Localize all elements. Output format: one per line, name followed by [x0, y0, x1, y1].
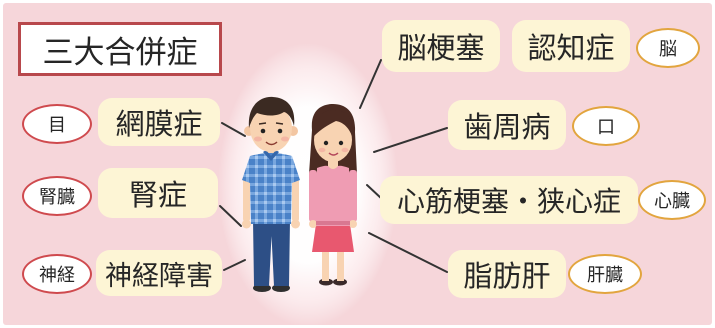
connector-heart — [366, 184, 383, 200]
connector-brain — [359, 59, 382, 109]
woman-skirt — [312, 224, 354, 252]
condition-label-nephropathy: 腎症 — [98, 168, 218, 218]
woman-sleeve-right — [349, 170, 357, 222]
woman-top — [316, 165, 350, 226]
connector-liver — [368, 232, 448, 273]
organ-badge-nerve: 神経 — [22, 254, 92, 294]
condition-label-dementia: 認知症 — [512, 20, 630, 72]
woman-neck — [328, 156, 338, 170]
organ-badge-mouth: 口 — [572, 106, 640, 146]
woman-cheek-right — [341, 147, 349, 153]
woman-leg-left — [322, 248, 329, 281]
man-collar — [263, 150, 279, 161]
organ-badge-brain: 脳 — [636, 28, 700, 68]
condition-label-cerebral-infarction: 脳梗塞 — [382, 20, 500, 72]
woman-mouth — [328, 152, 339, 156]
organ-badge-heart: 心臓 — [638, 180, 706, 220]
woman-bangs — [313, 110, 353, 136]
man-eye-right — [277, 128, 283, 134]
woman-eye-left — [323, 140, 329, 146]
man-hand-left — [242, 219, 251, 229]
man-brows — [258, 122, 284, 125]
man-mouth — [265, 141, 278, 146]
woman-hand-left — [309, 220, 317, 228]
man-cheek-left — [254, 136, 262, 142]
man-shirt — [242, 153, 300, 224]
page-title: 三大合併症 — [18, 22, 222, 76]
woman-sleeve-left — [309, 170, 317, 222]
condition-label-heart-disease: 心筋梗塞・狭心症 — [380, 176, 638, 224]
woman-figure-icon — [309, 104, 357, 286]
connector-retinopathy — [221, 122, 246, 137]
connector-mouth — [373, 127, 448, 153]
woman-leg-right — [337, 248, 344, 281]
woman-hand-right — [349, 220, 357, 228]
woman-eye-right — [338, 140, 344, 146]
man-cheek-right — [281, 136, 289, 142]
woman-belt — [316, 221, 350, 225]
man-pants — [253, 220, 290, 286]
condition-label-retinopathy: 網膜症 — [98, 98, 220, 146]
man-figure-icon — [242, 96, 300, 292]
organ-badge-liver: 肝臓 — [568, 254, 642, 294]
man-hand-right — [291, 219, 300, 229]
connector-nephropathy — [219, 205, 242, 227]
man-hair — [248, 96, 295, 128]
organ-badge-kidney: 腎臓 — [22, 176, 92, 216]
organ-badge-eye: 目 — [22, 104, 92, 144]
condition-label-periodontal-disease: 歯周病 — [448, 100, 566, 150]
man-arm-left — [243, 176, 250, 222]
connector-lines — [219, 59, 448, 273]
woman-cheek-left — [318, 147, 326, 153]
condition-label-fatty-liver: 脂肪肝 — [448, 250, 566, 298]
condition-label-neuropathy: 神経障害 — [96, 250, 222, 296]
man-arm-right — [292, 176, 299, 222]
connector-neuropathy — [223, 259, 246, 271]
man-eye-left — [260, 128, 266, 134]
